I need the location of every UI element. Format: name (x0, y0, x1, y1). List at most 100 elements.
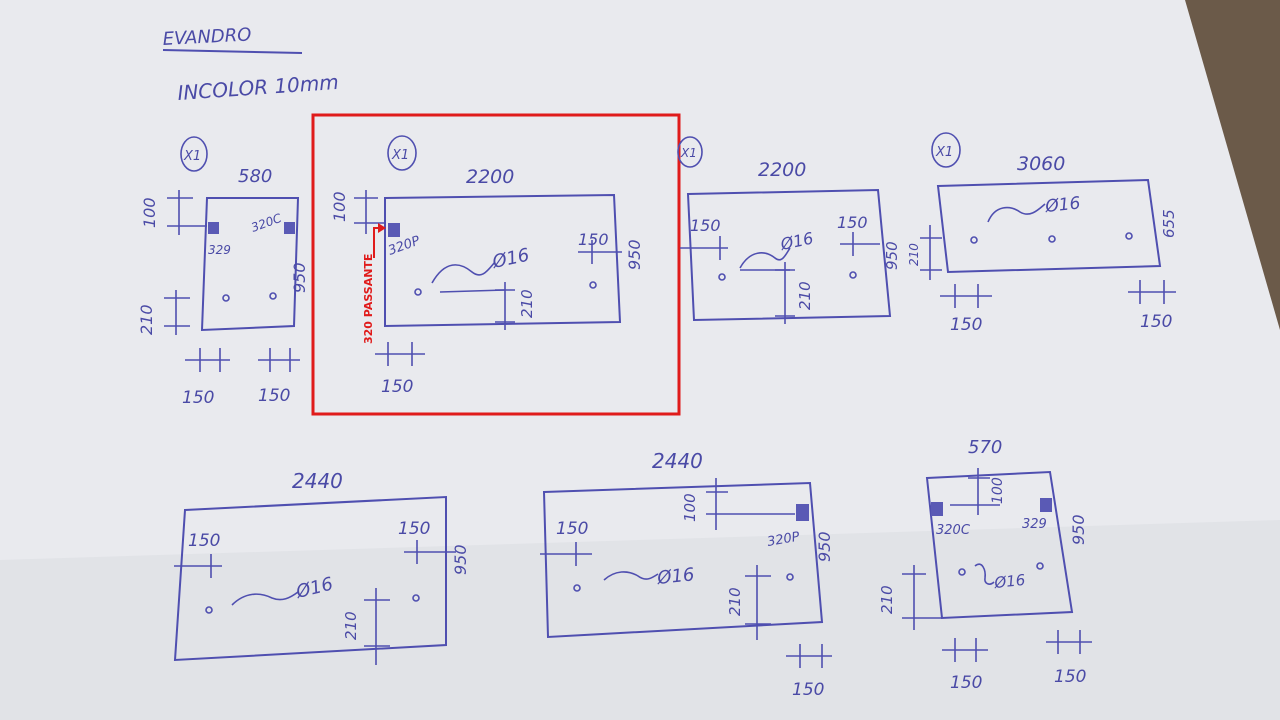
annotation-label: 320 PASSANTE (362, 254, 375, 344)
part-4-hole: Ø16 (1043, 193, 1081, 217)
part-1-top: 100 (140, 197, 159, 228)
part-7-top: 100 (990, 477, 1006, 504)
part-7-hole: Ø16 (993, 571, 1027, 592)
hole (205, 606, 213, 614)
hole (849, 271, 857, 279)
hole (269, 292, 277, 300)
part-5-left: 150 (188, 531, 220, 551)
part-4-side: 210 (907, 243, 921, 266)
highlight-box (311, 113, 681, 416)
part-6-bottom: 210 (726, 587, 744, 616)
part-6-width: 2440 (652, 449, 703, 473)
notch-right (284, 222, 295, 234)
part-4-right: 150 (1140, 312, 1172, 332)
part-1-left: 150 (182, 388, 214, 408)
part-5-outline (173, 495, 447, 662)
part-7-cut-right: 329 (1022, 517, 1047, 532)
part-6: 2440 320P 100 150 Ø16 210 950 150 (540, 449, 834, 700)
notch (796, 504, 809, 521)
part-1-outline (200, 197, 300, 332)
part-7: 570 100 320C 329 950 Ø16 210 150 150 (878, 437, 1092, 693)
hole (1048, 235, 1056, 243)
qty-circle (931, 132, 961, 168)
part-7-height: 950 (1069, 514, 1088, 545)
hole (718, 273, 726, 281)
part-5-width: 2440 (292, 469, 343, 493)
part-6-left: 150 (556, 519, 588, 539)
part-3-right: 150 (837, 213, 868, 232)
client-underline (162, 49, 303, 54)
part-2-height: 950 (625, 239, 644, 270)
part-2: X1 2200 320P 100 Ø16 210 150 950 150 (330, 135, 644, 397)
part-6-outline (542, 481, 824, 639)
part-1-height: 950 (290, 262, 309, 293)
client-name: EVANDRO (162, 24, 252, 50)
part-7-width: 570 (968, 437, 1002, 458)
hole (589, 281, 597, 289)
part-7-side: 210 (878, 585, 896, 614)
part-6-top: 100 (681, 493, 699, 522)
part-2-right: 150 (578, 230, 609, 249)
part-2-top: 100 (330, 191, 349, 222)
part-7-outline (925, 470, 1074, 620)
part-4-height: 655 (1160, 209, 1178, 238)
hole (1036, 562, 1044, 570)
part-1: X1 580 329 320C 100 210 950 150 150 (137, 136, 309, 408)
hole-leader (431, 261, 496, 284)
qty-circle (387, 135, 417, 171)
part-2-left: 150 (381, 377, 413, 397)
part-3-outline (686, 188, 892, 322)
hole-leader (974, 563, 995, 585)
part-3-left: 150 (690, 216, 721, 235)
part-1-bottom: 210 (137, 304, 156, 335)
hole (958, 568, 966, 576)
hole-leader (231, 591, 299, 606)
part-2-bottom: 210 (518, 289, 536, 318)
part-7-left: 150 (950, 673, 982, 693)
notch (388, 223, 400, 237)
part-3-width: 2200 (758, 159, 806, 181)
hole (970, 236, 978, 244)
arrow-head (378, 223, 386, 233)
part-6-hole: Ø16 (655, 564, 695, 589)
part-5-height: 950 (451, 544, 470, 575)
part-4-outline (936, 178, 1162, 274)
part-6-cut: 320P (766, 529, 801, 549)
part-7-right: 150 (1054, 667, 1086, 687)
part-1-width: 580 (238, 166, 272, 187)
part-2-outline (384, 193, 622, 328)
qty-mark: X1 (680, 146, 697, 160)
part-3-height: 950 (883, 241, 901, 270)
qty-circle (180, 136, 208, 172)
part-4: X1 3060 Ø16 210 655 150 150 (907, 132, 1178, 335)
part-1-right: 150 (258, 386, 290, 406)
part-5: 2440 150 150 Ø16 210 950 (173, 469, 470, 665)
part-2-width: 2200 (466, 166, 514, 188)
hole-leader (739, 247, 791, 269)
hole (786, 573, 794, 581)
notch-left (931, 502, 943, 516)
hole-leader (987, 203, 1046, 223)
part-7-cut-left: 320C (936, 523, 971, 538)
part-4-left: 150 (950, 315, 982, 335)
qty-mark: X1 (183, 149, 201, 164)
part-1-cut-left: 329 (208, 243, 231, 257)
part-6-right: 150 (792, 680, 824, 700)
hole (573, 584, 581, 592)
part-5-bottom: 210 (342, 611, 360, 640)
notch-left (208, 222, 219, 234)
notch-right (1040, 498, 1052, 512)
qty-mark: X1 (391, 148, 409, 163)
qty-mark: X1 (935, 145, 953, 160)
part-4-width: 3060 (1017, 153, 1065, 175)
part-3-bottom: 210 (796, 281, 814, 310)
hole (412, 594, 420, 602)
dim-line (439, 289, 506, 293)
hole (414, 288, 422, 296)
part-6-height: 950 (815, 531, 834, 562)
qty-circle (677, 136, 703, 168)
hole-leader (603, 571, 659, 581)
hole (222, 294, 230, 302)
hole (1125, 232, 1133, 240)
